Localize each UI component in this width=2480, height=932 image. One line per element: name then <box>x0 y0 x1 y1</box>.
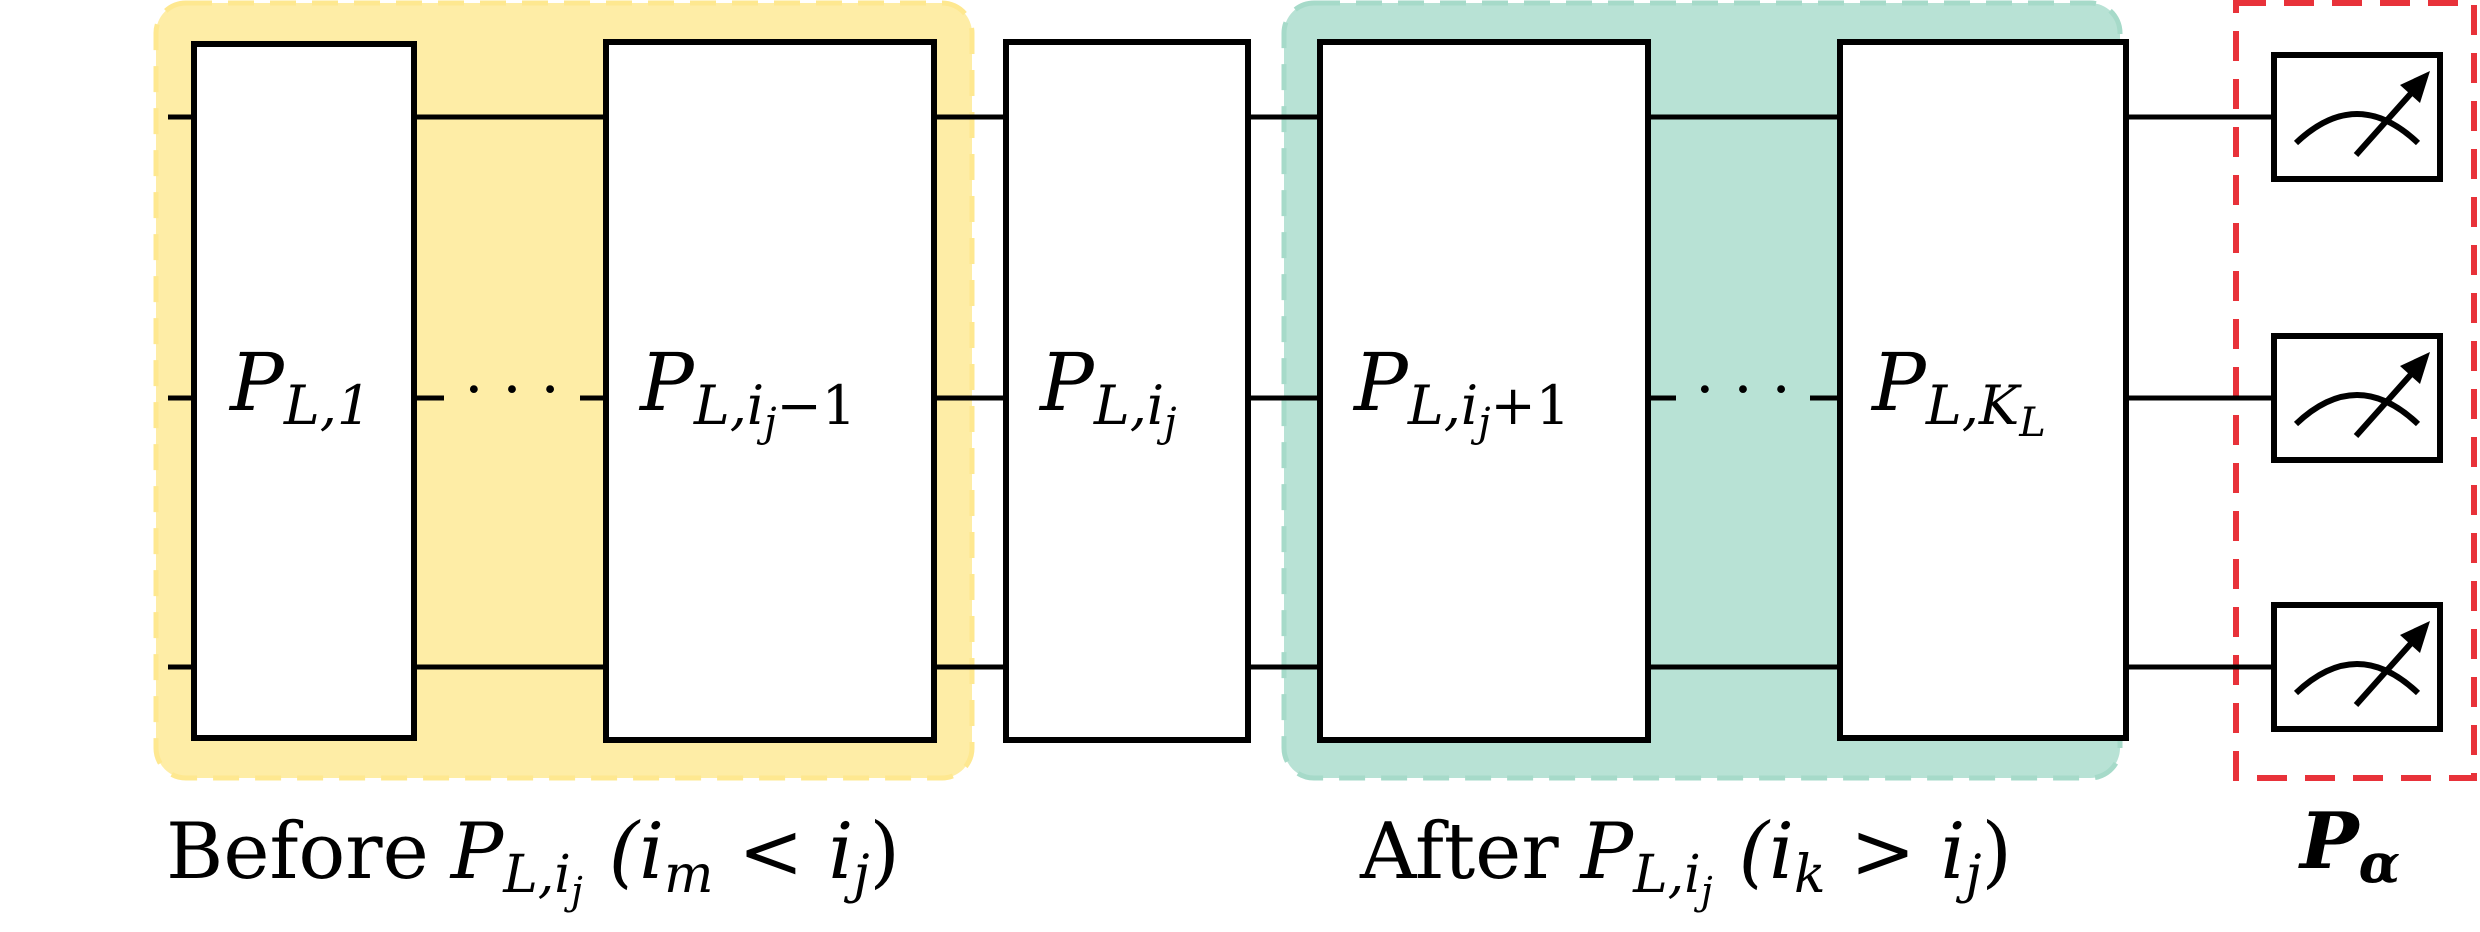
measurement-region <box>2233 0 2477 781</box>
gate-p-l-kl <box>1837 39 2129 741</box>
gate-label-p-l-ij-minus-1: PL,ij−1 <box>638 336 856 446</box>
gate-label-p-l-ij: PL,ij <box>1038 336 1177 446</box>
wires <box>168 114 2274 670</box>
gate-p-l-ij-plus-1 <box>1317 39 1651 743</box>
caption-measure: Pα <box>2298 796 2400 895</box>
ellipsis-right: · · · <box>1695 355 1790 425</box>
gate-label-p-l-kl: PL,KL <box>1870 336 2046 446</box>
meters <box>2271 52 2443 732</box>
gate-label-p-l-1: PL,1 <box>228 336 371 437</box>
gate-p-l-1 <box>191 41 417 741</box>
meter-top-icon <box>2271 52 2443 182</box>
gate-p-l-ij <box>1003 39 1251 743</box>
ellipsis-left: · · · <box>464 355 559 425</box>
gate-label-p-l-ij-plus-1: PL,ij+1 <box>1352 336 1570 446</box>
gates <box>191 39 2129 743</box>
gate-p-l-ij-minus-1 <box>603 39 937 743</box>
meter-bottom-icon <box>2271 602 2443 732</box>
meter-mid-icon <box>2271 333 2443 463</box>
